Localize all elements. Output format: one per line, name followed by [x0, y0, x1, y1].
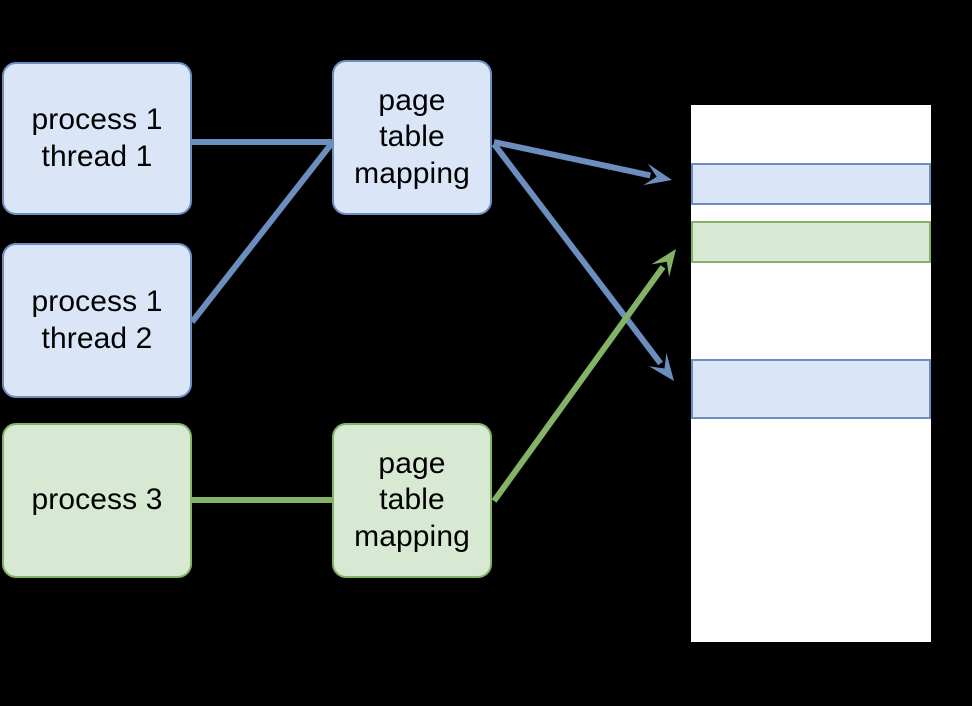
edge-pagetable-to-memory-block-1-line — [493, 139, 651, 179]
node-page-table-mapping-green[interactable]: page table mapping — [332, 423, 492, 578]
edge-pagetable-to-memory-block-2 — [491, 142, 674, 381]
edge-greentable-to-memory-block-arrowhead-icon — [651, 249, 676, 278]
node-process1-thread1[interactable]: process 1 thread 1 — [2, 62, 192, 215]
node-process1-thread1-label: process 1 thread 1 — [31, 102, 163, 173]
node-process3-label: process 3 — [31, 483, 163, 517]
memory-block-green-1 — [691, 221, 931, 263]
node-page-table-mapping-blue-label: page table mapping — [354, 83, 470, 190]
edge-pagetable-to-memory-block-1-arrowhead-icon — [643, 163, 672, 186]
node-page-table-mapping-blue[interactable]: page table mapping — [332, 60, 492, 215]
node-process3[interactable]: process 3 — [2, 423, 192, 578]
edge-greentable-to-memory-block-line — [491, 265, 666, 503]
edge-greentable-to-memory-block — [491, 249, 676, 503]
edge-thread2-to-pagetable — [189, 141, 335, 324]
memory-block-blue-1 — [691, 163, 931, 205]
edge-pagetable-to-memory-block-2-arrowhead-icon — [648, 352, 674, 381]
edge-thread2-to-pagetable-line — [189, 141, 335, 324]
node-process1-thread2-label: process 1 thread 2 — [31, 284, 163, 355]
node-page-table-mapping-green-label: page table mapping — [354, 446, 470, 553]
edge-pagetable-to-memory-block-2-line — [491, 142, 663, 366]
memory-block-blue-2 — [691, 359, 931, 419]
edge-pagetable-to-memory-block-1 — [493, 139, 672, 186]
node-process1-thread2[interactable]: process 1 thread 2 — [2, 243, 192, 398]
